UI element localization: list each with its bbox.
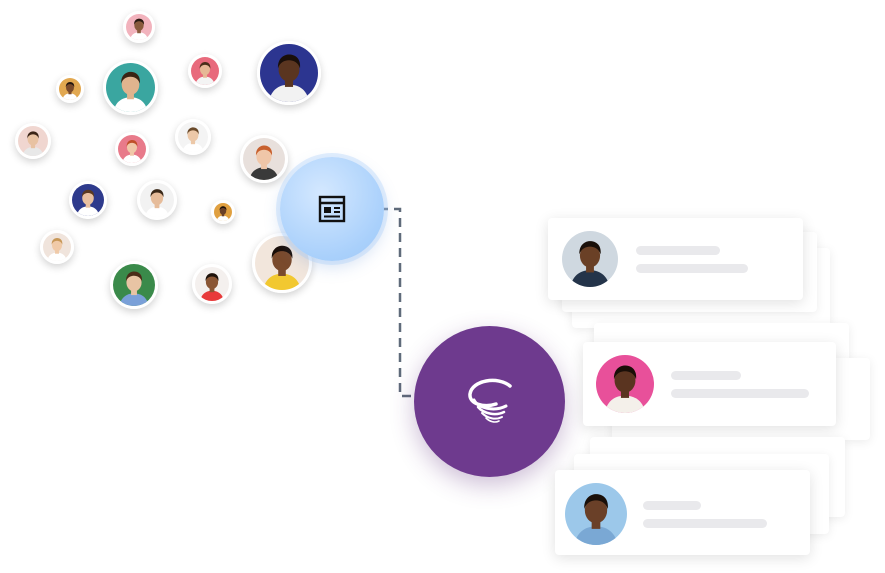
profile-card[interactable] — [548, 218, 803, 300]
person-avatar — [188, 54, 222, 88]
person-avatar — [115, 132, 149, 166]
brand-hub — [414, 326, 565, 477]
placeholder-line — [636, 246, 720, 255]
placeholder-line — [643, 519, 767, 528]
placeholder-line — [643, 501, 701, 510]
person-avatar — [69, 181, 107, 219]
person-avatar — [56, 75, 84, 103]
profile-photo — [565, 483, 627, 545]
document-icon — [318, 195, 346, 223]
profile-photo — [562, 231, 618, 287]
person-avatar — [103, 60, 158, 115]
person-avatar — [15, 123, 51, 159]
person-avatar — [240, 135, 288, 183]
person-avatar — [211, 200, 235, 224]
person-avatar — [110, 261, 158, 309]
person-avatar — [257, 41, 321, 105]
person-avatar — [175, 119, 211, 155]
person-avatar — [137, 180, 177, 220]
profile-card[interactable] — [555, 470, 810, 555]
placeholder-line — [671, 389, 809, 398]
profile-card[interactable] — [583, 342, 836, 426]
brand-swirl-logo — [468, 378, 512, 423]
document-node — [280, 157, 384, 261]
person-avatar — [40, 230, 74, 264]
profile-photo — [596, 355, 654, 413]
placeholder-line — [636, 264, 748, 273]
placeholder-line — [671, 371, 741, 380]
person-avatar — [123, 11, 155, 43]
person-avatar — [192, 264, 232, 304]
